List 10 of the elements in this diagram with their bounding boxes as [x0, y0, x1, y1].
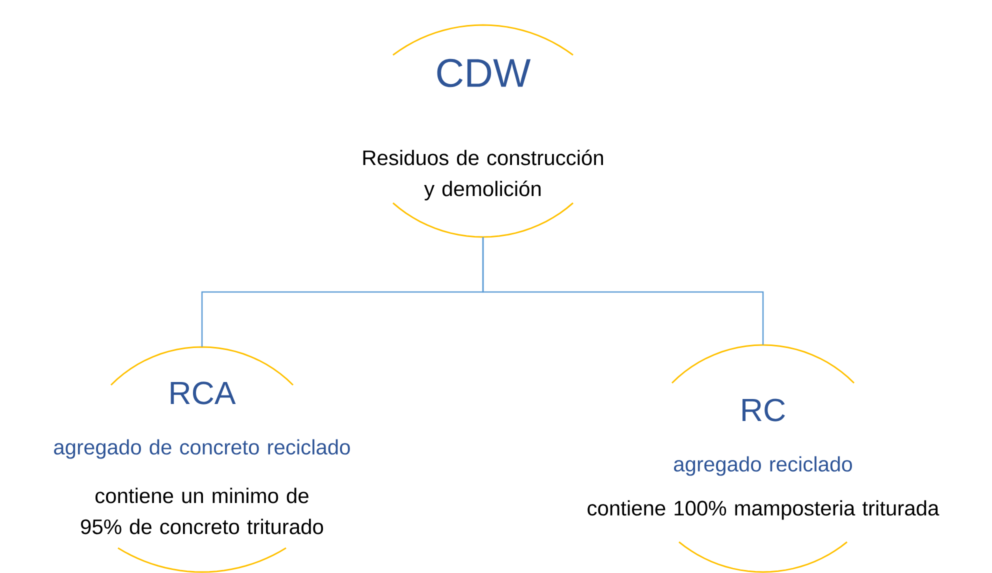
- node-title: RCA: [170, 382, 236, 404]
- node-title: CDW: [437, 58, 531, 88]
- half-circle-node: [672, 344, 855, 573]
- node-description: Residuos de construcción y demolición: [363, 150, 603, 200]
- node-title: RC: [742, 398, 785, 422]
- connector-line: [482, 237, 764, 345]
- node-subtitle: agregado reciclado: [674, 456, 852, 476]
- node-subtitle: agregado de concreto reciclado: [54, 439, 350, 459]
- node-description: contiene un minimo de 95% de concreto triturado: [81, 488, 324, 534]
- node-description: contiene 100% mamposteria triturada: [588, 500, 940, 520]
